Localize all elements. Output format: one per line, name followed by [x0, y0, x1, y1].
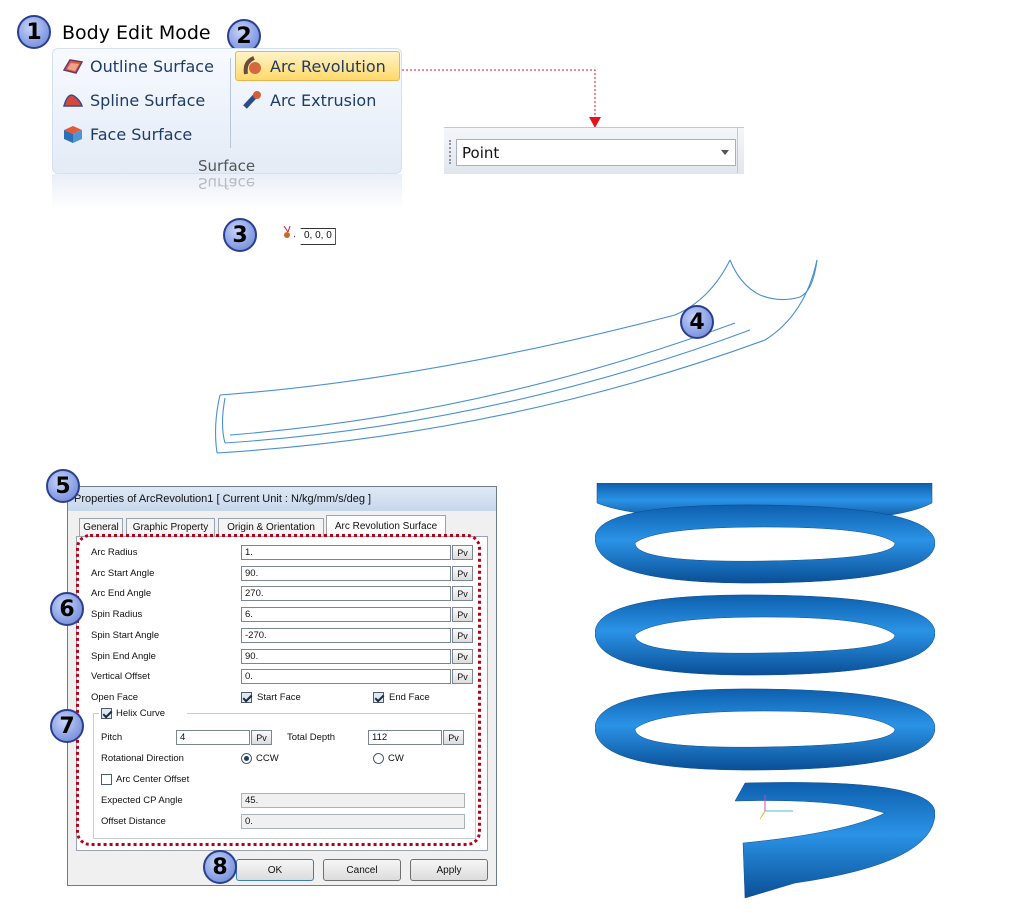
- vertical-offset-pv-button[interactable]: Pv: [452, 669, 473, 684]
- ribbon-group-label: Surface: [198, 157, 256, 175]
- pitch-pv-button[interactable]: Pv: [251, 730, 272, 745]
- step-5-badge: 5: [46, 469, 80, 503]
- origin-marker-icon: [283, 225, 291, 238]
- point-type-value: Point: [462, 143, 500, 162]
- tab-graphic-property[interactable]: Graphic Property: [126, 518, 215, 536]
- step-7-badge: 7: [50, 709, 84, 743]
- arc-revolution-label: Arc Revolution: [270, 56, 386, 76]
- vertical-offset-label: Vertical Offset: [91, 671, 150, 682]
- arc-start-angle-pv-button[interactable]: Pv: [452, 566, 473, 581]
- outline-surface-icon: [62, 59, 84, 74]
- cw-label: CW: [388, 753, 404, 764]
- end-face-checkbox[interactable]: [373, 692, 384, 703]
- toolbar-divider: [737, 127, 738, 173]
- arc-radius-label: Arc Radius: [91, 547, 138, 558]
- spin-start-angle-label: Spin Start Angle: [91, 630, 160, 641]
- vertical-offset-field[interactable]: 0.: [241, 669, 451, 684]
- arc-revolution-highlight: [235, 51, 400, 81]
- total-depth-pv-button[interactable]: Pv: [443, 730, 464, 745]
- highlight-dotted-box: [76, 534, 481, 846]
- apply-button[interactable]: Apply: [410, 859, 488, 881]
- mode-title: Body Edit Mode: [62, 22, 211, 44]
- helix-curve-group: [93, 713, 476, 839]
- tab-general[interactable]: General: [79, 518, 123, 536]
- arc-end-angle-field[interactable]: 270.: [241, 586, 451, 601]
- offset-distance-label: Offset Distance: [101, 816, 166, 827]
- arc-start-angle-field[interactable]: 90.: [241, 566, 451, 581]
- origin-coordinate-label: 0, 0, 0: [294, 228, 336, 245]
- start-face-label: Start Face: [257, 692, 301, 703]
- face-surface-label: Face Surface: [90, 124, 193, 144]
- spline-surface-button[interactable]: Spline Surface: [62, 86, 205, 114]
- step-4-badge: 4: [680, 305, 714, 339]
- arc-center-offset-checkbox[interactable]: [101, 774, 112, 785]
- total-depth-label: Total Depth: [287, 732, 336, 743]
- chevron-down-icon: [721, 150, 729, 155]
- arc-center-offset-label: Arc Center Offset: [116, 774, 190, 785]
- arc-extrusion-label: Arc Extrusion: [270, 90, 377, 110]
- face-surface-button[interactable]: Face Surface: [62, 120, 192, 148]
- tab-arc-revolution-surface[interactable]: Arc Revolution Surface: [326, 515, 446, 537]
- expected-cp-angle-field: 45.: [241, 793, 465, 808]
- total-depth-field[interactable]: 112: [368, 730, 442, 745]
- spin-end-angle-field[interactable]: 90.: [241, 649, 451, 664]
- toolbar-grip[interactable]: [449, 140, 454, 164]
- outline-surface-label: Outline Surface: [90, 56, 214, 76]
- arc-revolution-button[interactable]: Arc Revolution: [242, 52, 386, 80]
- spline-surface-icon: [63, 94, 84, 107]
- step-6-badge: 6: [50, 592, 84, 626]
- arc-revolution-panel: Arc Radius 1. Pv Arc Start Angle 90. Pv …: [76, 536, 488, 851]
- arc-revolution-wireframe: [214, 259, 818, 454]
- start-face-checkbox[interactable]: [241, 692, 252, 703]
- arc-radius-pv-button[interactable]: Pv: [452, 545, 473, 560]
- step-1-badge: 1: [17, 15, 51, 49]
- step-3-badge: 3: [223, 218, 257, 252]
- spline-surface-label: Spline Surface: [90, 90, 206, 110]
- arc-start-angle-label: Arc Start Angle: [91, 568, 155, 579]
- tab-origin-orientation[interactable]: Origin & Orientation: [218, 518, 324, 536]
- ccw-radio[interactable]: [241, 753, 252, 764]
- end-face-label: End Face: [389, 692, 430, 703]
- cw-radio[interactable]: [373, 753, 384, 764]
- spin-radius-field[interactable]: 6.: [241, 607, 451, 622]
- ribbon-reflection: [52, 174, 402, 210]
- spin-end-angle-label: Spin End Angle: [91, 651, 156, 662]
- arc-radius-field[interactable]: 1.: [241, 545, 451, 560]
- ok-button[interactable]: OK: [236, 859, 314, 881]
- expected-cp-angle-label: Expected CP Angle: [101, 795, 183, 806]
- spin-end-angle-pv-button[interactable]: Pv: [452, 649, 473, 664]
- ribbon-separator: [230, 58, 231, 148]
- face-surface-icon: [64, 126, 82, 143]
- offset-distance-field: 0.: [241, 814, 465, 829]
- point-type-select[interactable]: Point: [456, 139, 736, 166]
- spin-start-angle-pv-button[interactable]: Pv: [452, 628, 473, 643]
- arc-end-angle-label: Arc End Angle: [91, 588, 152, 599]
- connector-arrow: [402, 69, 601, 128]
- spin-radius-pv-button[interactable]: Pv: [452, 607, 473, 622]
- helix-legend-bg: [99, 707, 187, 720]
- step-8-badge: 8: [203, 850, 237, 884]
- arc-extrusion-icon: [243, 91, 261, 109]
- arc-end-angle-pv-button[interactable]: Pv: [452, 586, 473, 601]
- helix-curve-label: Helix Curve: [116, 708, 166, 719]
- dialog-title-bar: Properties of ArcRevolution1 [ Current U…: [68, 487, 496, 511]
- pitch-field[interactable]: 4: [176, 730, 250, 745]
- spin-radius-label: Spin Radius: [91, 609, 143, 620]
- arc-extrusion-button[interactable]: Arc Extrusion: [242, 86, 376, 114]
- rotational-direction-label: Rotational Direction: [101, 753, 184, 764]
- open-face-label: Open Face: [91, 692, 138, 703]
- step-2-badge: 2: [227, 19, 261, 53]
- dialog-title: Properties of ArcRevolution1 [ Current U…: [74, 493, 372, 505]
- helix-spring-render: [595, 483, 935, 898]
- cancel-button[interactable]: Cancel: [323, 859, 401, 881]
- ccw-label: CCW: [256, 753, 279, 764]
- properties-dialog: Properties of ArcRevolution1 [ Current U…: [67, 486, 497, 886]
- spin-start-angle-field[interactable]: -270.: [241, 628, 451, 643]
- helix-curve-checkbox[interactable]: [101, 708, 112, 719]
- outline-surface-button[interactable]: Outline Surface: [62, 52, 214, 80]
- pitch-label: Pitch: [101, 732, 123, 743]
- arc-revolution-icon: [243, 56, 261, 75]
- ribbon-group-label-reflection: Surface: [198, 174, 256, 192]
